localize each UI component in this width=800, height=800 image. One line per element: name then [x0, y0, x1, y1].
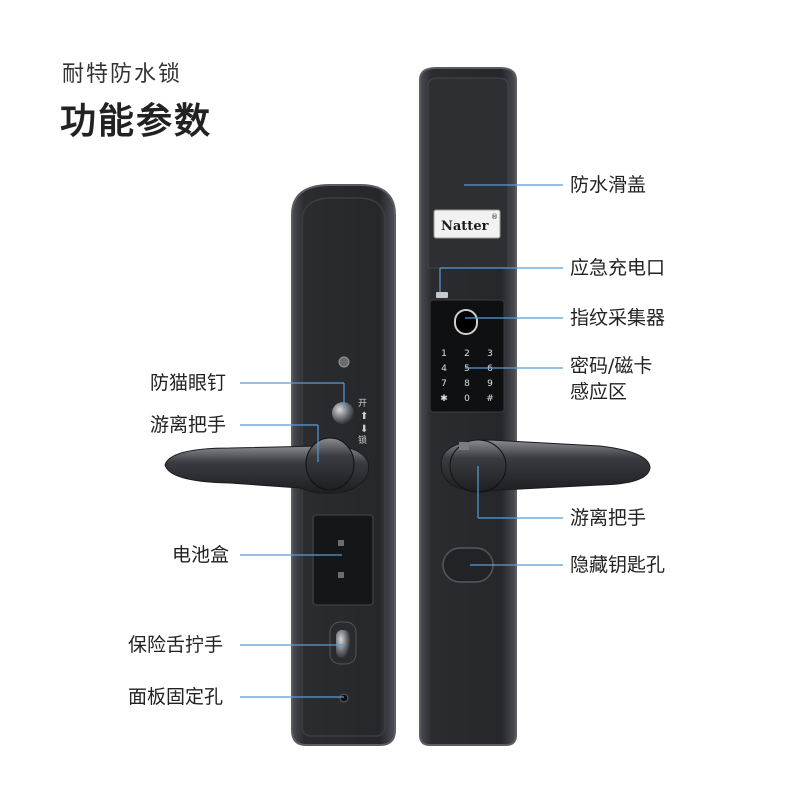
label-fingerprint: 指纹采集器 [570, 307, 666, 329]
label-inner-handle: 游离把手 [150, 414, 227, 436]
keypad-panel[interactable] [429, 299, 505, 413]
label-tongue-knob: 保险舌拧手 [128, 634, 224, 656]
peephole-screw-icon [338, 356, 350, 368]
keypad-key[interactable]: ✱ [440, 394, 448, 404]
label-key-hole: 隐藏钥匙孔 [570, 554, 666, 576]
label-outer-handle: 游离把手 [570, 507, 647, 529]
keypad-key[interactable]: 3 [487, 349, 493, 359]
page-subtitle: 耐特防水锁 [62, 62, 183, 87]
thumb-knob[interactable] [332, 402, 354, 424]
label-peephole-screw: 防猫眼钉 [150, 372, 227, 394]
keypad-key[interactable]: # [486, 394, 494, 404]
fingerprint-sensor[interactable] [454, 309, 478, 335]
panel-fixing-hole [339, 693, 349, 703]
keypad-key[interactable]: 2 [464, 349, 470, 359]
keypad-key[interactable]: 8 [464, 379, 470, 389]
arrow-down-icon: ⬇ [360, 424, 368, 435]
keypad-keys: 1 2 3 4 5 6 7 8 9 ✱ 0 # [440, 349, 494, 404]
keypad-key[interactable]: 4 [441, 364, 447, 374]
label-battery-box: 电池盒 [172, 544, 230, 566]
charge-port[interactable] [436, 292, 448, 298]
brand-logo: Natter ® [433, 209, 501, 239]
engraving-lock: 锁 [358, 434, 367, 446]
label-charge-port: 应急充电口 [570, 257, 666, 279]
engraving-open: 开 [358, 398, 367, 409]
label-keypad-line2: 感应区 [570, 381, 628, 403]
label-keypad-line1: 密码/磁卡 [570, 355, 653, 377]
battery-box[interactable] [312, 514, 374, 606]
keypad-key[interactable]: 6 [487, 364, 493, 374]
svg-text:®: ® [491, 213, 498, 221]
keypad-key[interactable]: 9 [487, 379, 493, 389]
safety-tongue-knob[interactable] [329, 621, 357, 665]
keypad-key[interactable]: 5 [464, 364, 470, 374]
label-fixing-hole: 面板固定孔 [128, 686, 224, 708]
keypad-key[interactable]: 1 [441, 349, 447, 359]
outer-handle[interactable] [440, 439, 651, 493]
inner-handle[interactable] [164, 437, 370, 494]
label-slide-cover: 防水滑盖 [570, 174, 647, 196]
svg-text:Natter: Natter [441, 219, 489, 234]
keypad-key[interactable]: 0 [464, 394, 470, 404]
arrow-up-icon: ⬆ [360, 411, 368, 422]
keypad-key[interactable]: 7 [441, 379, 447, 389]
callout-lines [240, 184, 563, 698]
page-title: 功能参数 [60, 101, 213, 142]
